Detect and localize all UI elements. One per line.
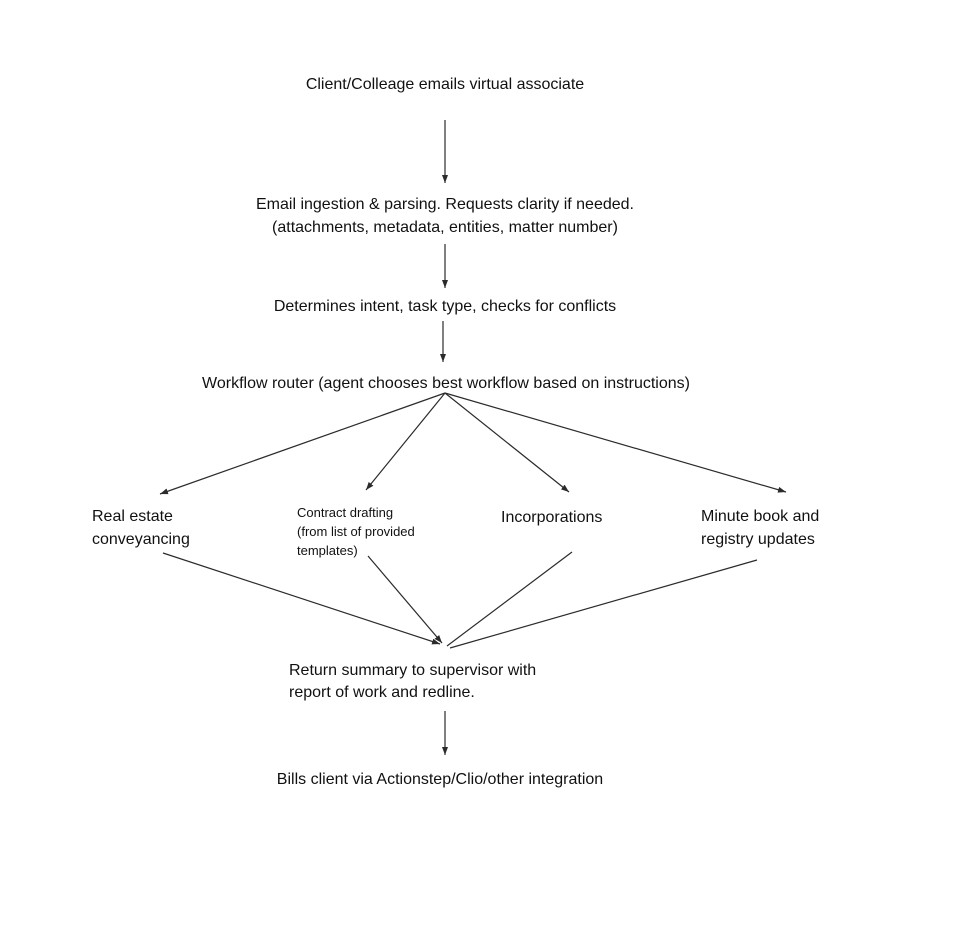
node-email-ingestion: Email ingestion & parsing. Requests clar… [256, 196, 634, 236]
node-workflow-router: Workflow router (agent chooses best work… [202, 375, 690, 392]
node-real-estate-conveyancing: Real estate conveyancing [92, 508, 190, 548]
node-bills-client: Bills client via Actionstep/Clio/other i… [276, 771, 604, 788]
arrow-incorporations-to-summary [446, 551, 573, 647]
node-determine-intent: Determines intent, task type, checks for… [273, 298, 617, 315]
node-contract-drafting: Contract drafting (from list of provided… [297, 505, 415, 558]
node-minute-book: Minute book and registry updates [701, 508, 820, 548]
arrow-router-to-contract-drafting [365, 392, 446, 491]
arrow-real-estate-to-summary [162, 552, 441, 645]
arrow-router-to-minute-book [444, 392, 787, 493]
arrow-minute-book-to-summary [449, 559, 758, 649]
node-incorporations: Incorporations [501, 509, 603, 526]
arrow-router-to-real-estate [159, 392, 446, 495]
arrow-router-to-incorporations [444, 392, 570, 493]
node-client-email: Client/Colleage emails virtual associate [305, 76, 585, 93]
node-return-summary: Return summary to supervisor with report… [289, 662, 537, 701]
arrow-contract-drafting-to-summary [367, 555, 443, 644]
